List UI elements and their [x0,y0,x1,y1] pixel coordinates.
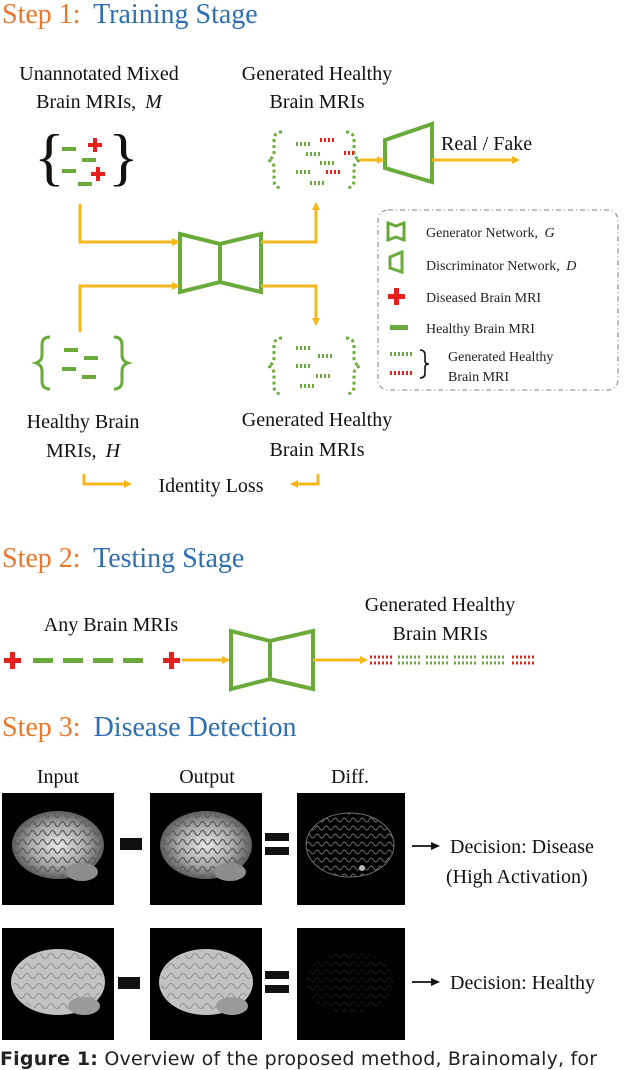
input-cerebellum [66,863,98,881]
decision-disease-sublabel: (High Activation) [446,866,588,888]
equals-icon-top [265,833,289,841]
generator-legend-icon [386,220,406,243]
healthy-mri-mark [84,356,98,360]
decision-disease-label: Decision: Disease [450,836,594,858]
healthy-mris-label-line1: Healthy Brain [27,411,140,433]
diseased-mri-cross-icon [163,652,180,669]
diseased-mri-cross-icon [88,138,102,152]
legend-brace-icon [419,349,430,379]
generated-top-set [263,130,365,190]
healthy-mri-mark [63,658,83,663]
generated-test-label-line1: Generated Healthy [365,594,515,616]
step1-heading: Step 1: Training Stage [2,0,258,30]
step2-heading: Step 2: Testing Stage [2,543,244,574]
diseased-legend-cross-icon [388,288,405,305]
step3-title: Disease Detection [94,712,297,743]
legend-generated-line2: Brain MRI [448,370,509,385]
generated-test-label-line2: Brain MRIs [393,623,488,645]
generator-to-top-arrow [261,202,320,244]
healthy-mri-mark [33,658,53,663]
generated-top-label-line1: Generated Healthy [242,63,392,85]
healthy-mri-mark [123,658,143,663]
left-brace-icon: { [34,121,65,192]
figure-caption-text: Overview of the proposed method, Brainom… [104,1048,598,1070]
output-cerebellum [214,863,246,881]
healthy-mri-mark [93,658,113,663]
minus-icon [120,838,142,850]
healthy-mri-mark [64,348,78,352]
diff-brain-activation [306,951,394,1013]
step2-prefix: Step 2: [2,543,81,574]
step2-title: Testing Stage [93,543,244,574]
healthy-mri-mark [78,182,92,186]
legend-diseased: Diseased Brain MRI [426,291,541,306]
diff-hotspot [359,865,365,871]
detection-row-healthy: Decision: Healthy [2,928,595,1040]
discriminator-network-icon [383,121,434,185]
step1-prefix: Step 1: [2,0,81,30]
step1-title: Training Stage [93,0,258,30]
equals-icon-bottom [265,985,289,993]
real-fake-label: Real / Fake [441,133,532,155]
healthy-mri-mark [82,375,96,379]
diseased-mri-cross-icon [4,652,21,669]
healthy-mri-mark [82,158,96,162]
column-input-label: Input [37,766,80,788]
step3-prefix: Step 3: [2,712,81,743]
dotted-brace-icon [263,130,283,190]
green-brace-icon [31,335,51,391]
healthy-legend-icon [390,325,408,330]
generated-bottom-label-line2: Brain MRIs [270,439,365,461]
decision-healthy-label: Decision: Healthy [450,972,595,994]
minus-icon [118,977,140,989]
detection-row-disease: Decision: Disease (High Activation) [2,793,594,905]
healthy-set [31,335,133,391]
mixed-to-generator-arrow [78,204,180,246]
column-output-label: Output [179,766,235,788]
identity-loss-right-arrow [290,474,320,488]
any-mris-sequence [4,652,180,669]
any-mris-label: Any Brain MRIs [44,614,179,636]
legend-generator: Generator Network, G [426,226,555,241]
healthy-mri-mark [62,169,76,173]
figure-caption: Figure 1: Overview of the proposed metho… [0,1048,640,1070]
figure-caption-label: Figure 1: [0,1048,99,1070]
generator-to-bottom-arrow [261,284,320,326]
discriminator-legend-icon [388,249,404,275]
diff-brain-activation [306,813,394,877]
dotted-brace-icon [345,130,365,190]
healthy-mris-label-line2: MRIs, H [46,440,122,462]
healthy-to-generator-arrow [78,282,180,332]
generated-test-sequence [370,655,534,665]
identity-loss-label: Identity Loss [159,475,264,497]
step3-heading: Step 3: Disease Detection [2,712,296,743]
dotted-brace-icon [345,336,365,396]
healthy-mri-mark [62,367,76,371]
diseased-mri-cross-icon [91,167,105,181]
mixed-mris-label-line1: Unannotated Mixed [19,63,178,85]
identity-loss-left-arrow [82,474,132,488]
legend-frame [377,209,619,391]
equals-icon-top [265,971,289,979]
legend-generated-line1: Generated Healthy [448,350,553,365]
generated-bottom-set [263,336,365,396]
output-cerebellum [216,997,248,1015]
column-diff-label: Diff. [331,766,369,788]
legend-discriminator: Discriminator Network, D [426,259,576,274]
healthy-mri-mark [62,147,76,151]
green-brace-icon [113,335,133,391]
mixed-set: { } [34,121,139,192]
legend: Generator Network, G Discriminator Netwo… [377,209,619,391]
generated-top-label-line2: Brain MRIs [270,91,365,113]
dotted-brace-icon [263,336,283,396]
generated-bottom-label-line1: Generated Healthy [242,409,392,431]
legend-healthy: Healthy Brain MRI [426,322,535,337]
equals-icon-bottom [265,847,289,855]
input-cerebellum [68,997,100,1015]
mixed-mris-label-line2: Brain MRIs, M [36,91,163,113]
right-brace-icon: } [108,121,139,192]
